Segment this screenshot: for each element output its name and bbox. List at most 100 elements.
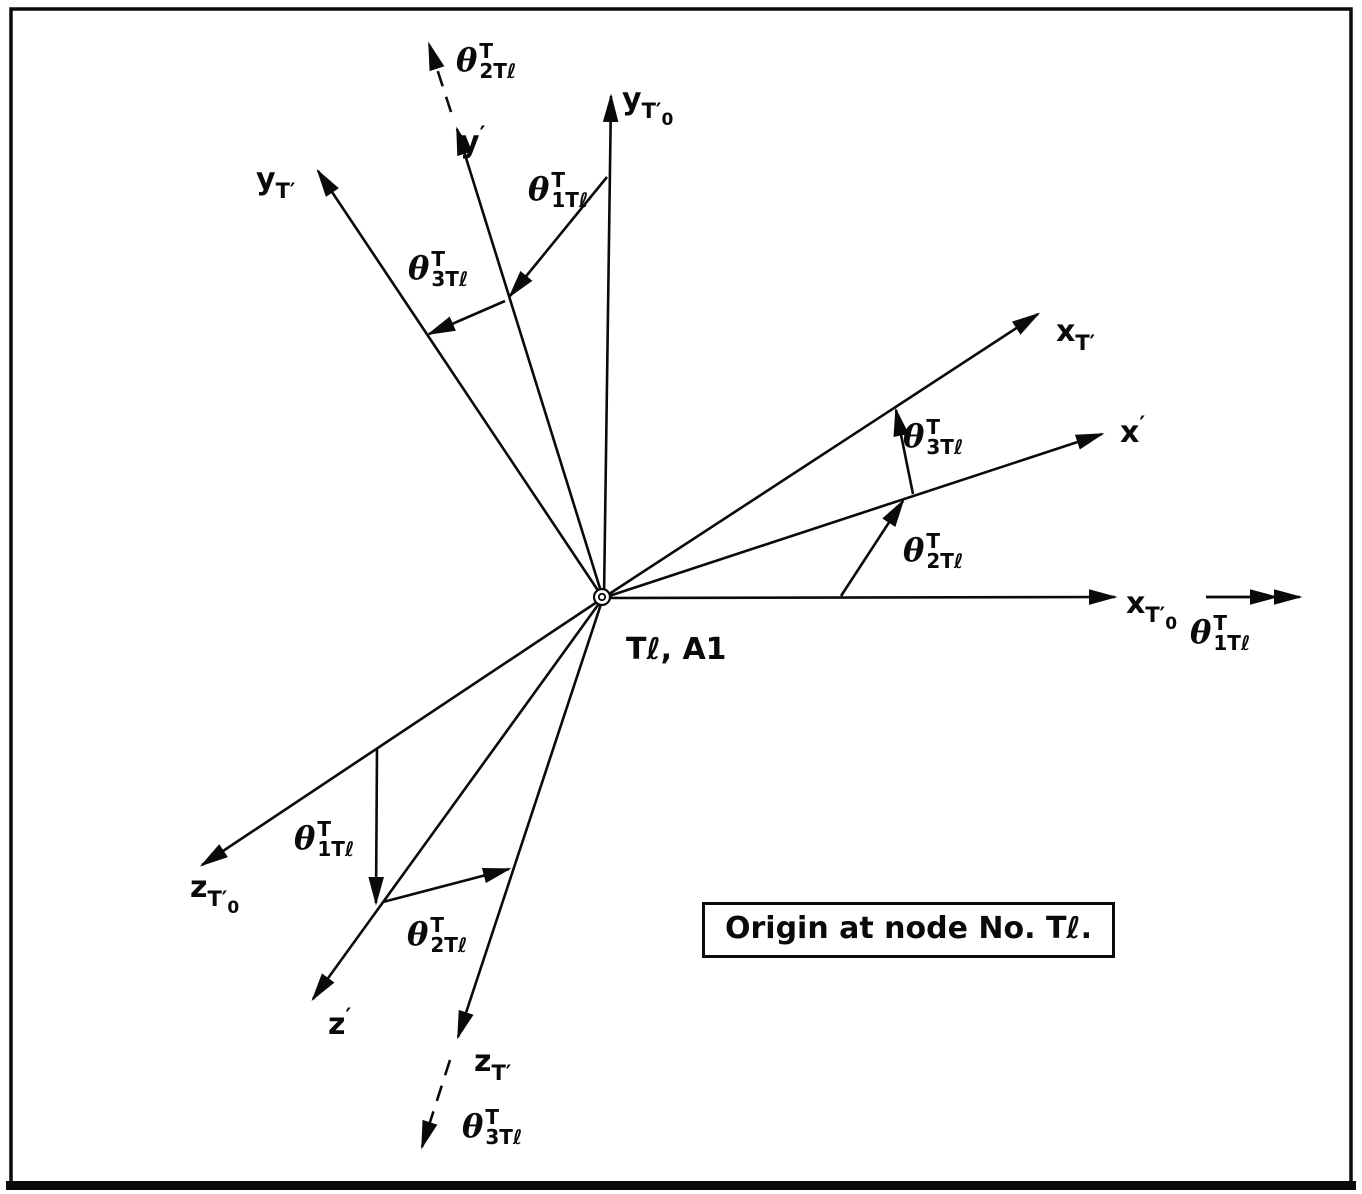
axis-label-x-T0: xT′0 xyxy=(1126,588,1177,634)
axis-base: y xyxy=(256,162,276,197)
theta-sup: T xyxy=(430,913,444,937)
theta-symbol: θ xyxy=(407,915,429,953)
axis-sub: T′ xyxy=(491,1061,511,1085)
origin-label: Tℓ, A1 xyxy=(626,632,727,667)
angle-arrow-theta3-topleft xyxy=(426,299,506,336)
axis-subsub-text: 0 xyxy=(227,898,240,918)
axis-label-x-prime: x′ xyxy=(1120,414,1145,449)
axis-x-prime-line xyxy=(602,432,1105,600)
axis-base: x xyxy=(1126,586,1146,621)
axis-z-T0-line xyxy=(199,596,604,867)
axis-sub: T′0 xyxy=(207,887,239,917)
axis-base: z xyxy=(328,1007,346,1042)
theta-symbol: θ xyxy=(456,41,478,79)
axis-sub: T′0 xyxy=(1145,603,1177,633)
z-T-extension-dashed xyxy=(420,1059,452,1150)
axis-base: y xyxy=(460,125,480,160)
theta-symbol: θ xyxy=(528,170,550,208)
axis-base: y xyxy=(622,82,642,117)
axis-y-prime-line xyxy=(455,126,605,599)
axis-base: z xyxy=(474,1044,492,1079)
axis-x-T0-line xyxy=(602,589,1118,605)
axis-sub-text: T′ xyxy=(207,887,228,911)
theta-symbol: θ xyxy=(903,417,925,455)
axis-sub-text: T′ xyxy=(275,179,296,203)
axis-sub-text: T′ xyxy=(641,99,662,123)
theta-symbol: θ xyxy=(408,249,430,287)
axis-sub-text: T′ xyxy=(491,1061,512,1085)
axis-subsub-text: 0 xyxy=(661,110,674,130)
angle-arrow-theta1-top xyxy=(508,176,609,299)
axis-base: z xyxy=(190,870,208,905)
axis-prime: ′ xyxy=(479,123,486,148)
axis-label-y-T0: yT′0 xyxy=(622,84,673,130)
axis-y-T-line xyxy=(316,168,605,599)
theta-symbol: θ xyxy=(903,531,925,569)
theta-sub: 1Tℓ xyxy=(317,837,355,861)
frame-bottom-bar xyxy=(6,1181,1356,1190)
theta-sup: T xyxy=(431,247,445,271)
angle-arrow-theta2-right xyxy=(839,498,905,597)
angle-arrow-theta2-bottom xyxy=(382,867,512,904)
axis-label-x-T: xT′ xyxy=(1056,316,1095,354)
angle-arrow-theta3-right xyxy=(893,407,915,495)
theta-symbol: θ xyxy=(1190,613,1212,651)
theta-sub: 2Tℓ xyxy=(926,549,964,573)
axis-base: x xyxy=(1120,415,1140,450)
axis-z-prime-line xyxy=(311,597,605,1002)
theta-symbol: θ xyxy=(294,819,316,857)
axis-label-y-prime: y′ xyxy=(460,124,485,159)
theta-sub: 3Tℓ xyxy=(485,1125,523,1149)
axis-y-T0-line xyxy=(602,93,619,599)
axis-z-T-line xyxy=(456,597,605,1040)
axis-label-z-prime: z′ xyxy=(328,1006,351,1041)
caption-box: Origin at node No. Tℓ. xyxy=(702,902,1115,958)
axis-sub-text: T′ xyxy=(1075,331,1096,355)
axis-base: x xyxy=(1056,314,1076,349)
axis-sub: T′ xyxy=(276,179,296,203)
theta-symbol: θ xyxy=(462,1107,484,1145)
angle-arrow-theta1-bottomleft xyxy=(368,748,384,906)
axis-sub-text: T′ xyxy=(1145,603,1166,627)
axis-sub: T′ xyxy=(1075,331,1095,355)
axis-sub: T′0 xyxy=(641,99,674,129)
theta-sub: 1Tℓ xyxy=(551,188,589,212)
theta-sub: 1Tℓ xyxy=(1213,631,1251,655)
theta-sup: T xyxy=(317,817,331,841)
theta-sup: T xyxy=(926,529,940,553)
y-prime-extension-dashed xyxy=(427,41,453,113)
theta-sub: 2Tℓ xyxy=(430,933,468,957)
theta-sup: T xyxy=(485,1105,499,1129)
theta-sub: 3Tℓ xyxy=(926,435,964,459)
theta-sup: T xyxy=(1213,611,1227,635)
axis-subsub-text: 0 xyxy=(1165,614,1178,634)
origin-marker-inner xyxy=(597,592,607,602)
axis-label-z-T0: zT′0 xyxy=(190,872,239,918)
caption-text: Origin at node No. Tℓ. xyxy=(725,911,1092,946)
theta-sup: T xyxy=(926,415,940,439)
axis-prime: ′ xyxy=(1139,413,1146,438)
axis-label-y-T: yT′ xyxy=(256,164,295,202)
theta-sub: 3Tℓ xyxy=(431,267,469,291)
axis-label-z-T: zT′ xyxy=(474,1046,511,1084)
axis-x-T-line xyxy=(602,312,1041,600)
